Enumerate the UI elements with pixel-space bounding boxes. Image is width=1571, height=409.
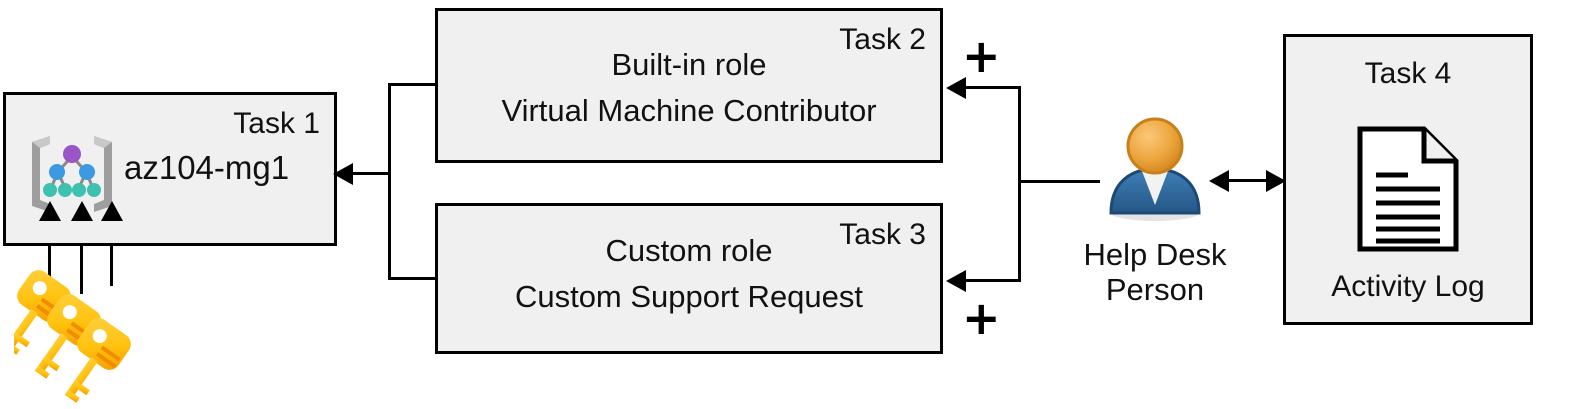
task1-label: az104-mg1 <box>124 149 290 186</box>
bracket-left-vertical <box>388 83 391 280</box>
task4-label: Activity Log <box>1331 270 1485 303</box>
person-label: Help Desk Person <box>1055 237 1255 307</box>
key-line-2 <box>80 246 83 294</box>
bracket-left-bottom <box>388 277 438 280</box>
task4-box[interactable]: Task 4 Activity Log <box>1283 34 1533 325</box>
bracket-right-vertical <box>1018 86 1021 282</box>
key-line-3 <box>110 246 113 286</box>
task4-tag: Task 4 <box>1364 57 1452 90</box>
person-arrowhead <box>1209 170 1229 192</box>
task3-line2: Custom Support Request <box>514 279 864 314</box>
bracket-right-top <box>965 86 1021 89</box>
plus-bottom: + <box>962 291 1001 345</box>
key-arrowhead-1 <box>39 201 61 221</box>
bracket-left-top <box>388 83 438 86</box>
key-arrowhead-2 <box>71 201 93 221</box>
person-label-line2: Person <box>1105 271 1205 307</box>
document-icon <box>1357 126 1459 252</box>
task1-tag: Task 1 <box>233 107 320 140</box>
management-group-icon <box>32 136 112 212</box>
task3-tag: Task 3 <box>839 218 926 251</box>
bracket-right-stem <box>1018 180 1100 183</box>
task2-tag: Task 2 <box>839 23 926 56</box>
task4-arrowhead <box>1266 170 1286 192</box>
task3-arrowhead <box>946 270 966 292</box>
person-label-line1: Help Desk <box>1083 237 1227 272</box>
task2-line1: Built-in role <box>611 47 767 82</box>
task1-arrowhead <box>333 163 353 185</box>
user-icon <box>1109 117 1201 221</box>
bracket-right-bottom <box>965 279 1021 282</box>
key-icon <box>14 270 131 403</box>
key-arrowhead-3 <box>101 201 123 221</box>
task2-arrowhead <box>946 77 966 99</box>
task3-box[interactable]: Task 3 Custom role Custom Support Reques… <box>435 203 943 354</box>
bracket-left-stem <box>352 172 390 175</box>
person-log-line <box>1222 179 1284 182</box>
task2-box[interactable]: Task 2 Built-in role Virtual Machine Con… <box>435 8 943 163</box>
task2-line2: Virtual Machine Contributor <box>501 93 877 128</box>
plus-top: + <box>962 29 1001 83</box>
task3-line1: Custom role <box>605 233 773 268</box>
